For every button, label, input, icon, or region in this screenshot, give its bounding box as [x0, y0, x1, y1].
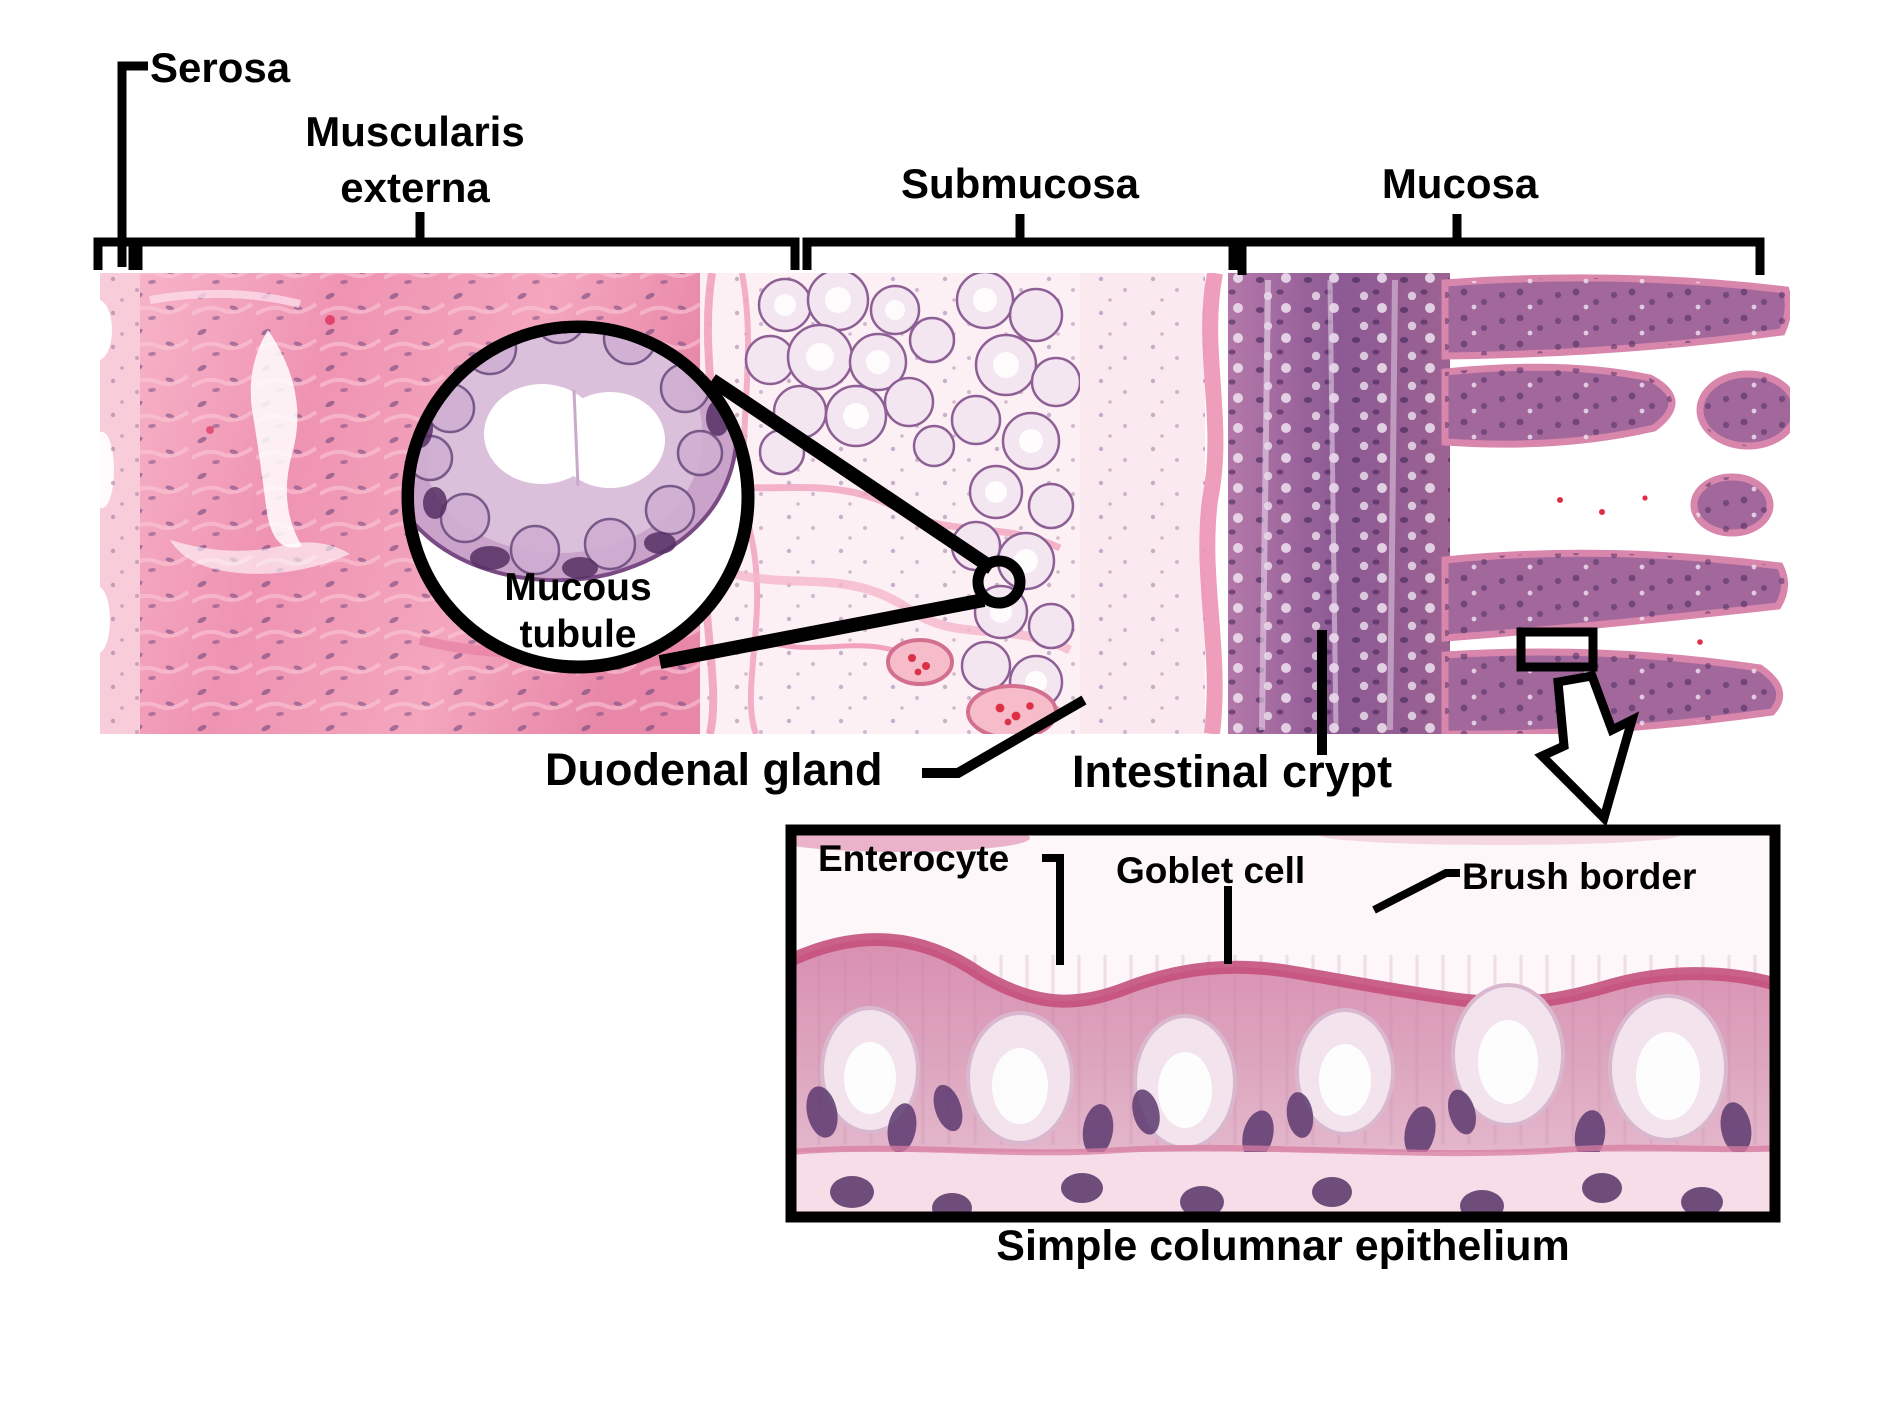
duodenal-gland-label: Duodenal gland: [545, 744, 883, 795]
enterocyte-label: Enterocyte: [818, 838, 1010, 879]
mucosa-tissue: [1080, 273, 1790, 734]
zoom-box: [1516, 627, 1598, 672]
serosa-label: Serosa: [150, 44, 291, 91]
brush-border-leader: [1372, 869, 1460, 914]
duodenal-gland-leader: [922, 695, 1087, 778]
nuclei-row: [806, 1084, 1752, 1160]
muscularis-externa-label: Muscularis externa: [215, 104, 615, 216]
mucosa-label: Mucosa: [1381, 160, 1539, 207]
epithelium-inset: [785, 824, 1781, 1223]
mucosa-bracket: [1237, 237, 1765, 275]
muscularis-bracket: [133, 237, 800, 270]
muscularis-externa-line1: Muscularis: [305, 108, 525, 155]
intestinal-crypt-label: Intestinal crypt: [1072, 746, 1393, 797]
mucous-tubule-line1: Mucous: [504, 566, 652, 609]
goblet-cells: [820, 983, 1728, 1150]
inset-border: [785, 824, 1781, 1223]
mucous-tubule-label: Mucous tubule: [433, 564, 723, 658]
brush-border-label: Brush border: [1462, 856, 1697, 897]
goblet-cell-label: Goblet cell: [1116, 850, 1306, 891]
inset-leaders: [1042, 854, 1460, 965]
serosa-leader: [117, 61, 148, 267]
serosa-bracket: [93, 237, 138, 270]
magnifier-target-circle: [972, 555, 1026, 609]
brush-border-line: [791, 933, 1775, 1010]
magnifier-circle: [401, 320, 755, 674]
villi-texture: [1445, 277, 1790, 734]
enterocyte-leader: [1042, 854, 1064, 965]
submucosa-bracket: [802, 237, 1238, 270]
basal-nuclei: [830, 1173, 1723, 1217]
layer-brackets: [93, 61, 1765, 275]
zoom-arrow-icon: [1534, 670, 1640, 827]
blood-vessel: [886, 638, 1058, 734]
mucous-tubule-line2: tubule: [519, 613, 637, 656]
submucosa-label: Submucosa: [900, 160, 1140, 207]
muscularis-externa-line2: externa: [340, 164, 490, 211]
magnifier-leader-lines: [658, 374, 1026, 669]
caption-simple-columnar-epithelium: Simple columnar epithelium: [996, 1222, 1570, 1270]
serosa-tissue: [100, 273, 144, 734]
annotation-leaders: [922, 630, 1327, 778]
